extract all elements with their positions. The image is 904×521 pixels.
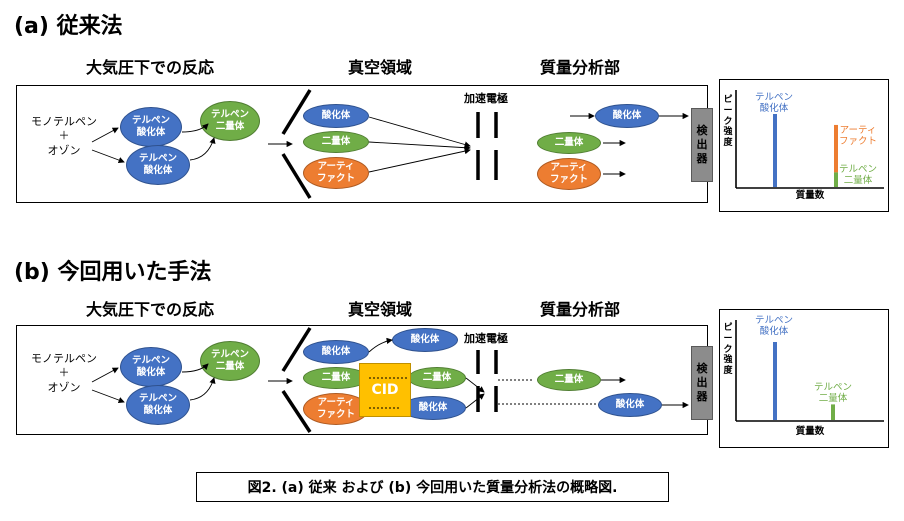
section-a-ms-artifact: アーティ ファクト bbox=[537, 158, 601, 190]
section-a-terpene-dimer: テルペン 二量体 bbox=[200, 101, 260, 141]
section-a-vacuum-dimer: 二量体 bbox=[303, 131, 369, 153]
section-a-arrows bbox=[91, 112, 689, 178]
section-a-electrodes bbox=[476, 112, 498, 180]
section-b-cid-oxide-bottom: 酸化体 bbox=[400, 396, 466, 420]
spectrum-a-peak-1 bbox=[773, 114, 777, 187]
spectrum-a-xlabel: 質量数 bbox=[795, 190, 825, 201]
section-a-ms-oxide: 酸化体 bbox=[595, 104, 659, 128]
section-b-ms-dimer: 二量体 bbox=[537, 369, 601, 391]
section-a-reactants: モノテルペン ＋ オゾン bbox=[31, 115, 97, 157]
section-a-heading: (a) 従来法 bbox=[14, 14, 123, 39]
spectrum-a-peak-1-label: テルペン 酸化体 bbox=[754, 92, 793, 115]
section-a-ms-dimer: 二量体 bbox=[537, 132, 601, 154]
spectrum-b-peak-1-label: テルペン 酸化体 bbox=[754, 315, 793, 338]
section-a-aperture-walls bbox=[281, 89, 312, 199]
section-b-detector: 検 出 器 bbox=[691, 346, 713, 420]
spectrum-a-peak-3 bbox=[834, 172, 838, 187]
section-b-ms-oxide: 酸化体 bbox=[598, 393, 662, 417]
section-b-heading: (b) 今回用いた手法 bbox=[14, 260, 212, 285]
section-b-electrodes bbox=[476, 350, 498, 412]
section-b-vacuum-artifact: アーティ ファクト bbox=[303, 393, 369, 425]
section-a-terpene-oxide-2: テルペン 酸化体 bbox=[126, 145, 190, 185]
spectrum-a-ylabel: ピーク強度 bbox=[723, 95, 733, 149]
spectrum-a-bars bbox=[773, 114, 838, 187]
section-a-vacuum-artifact: アーティ ファクト bbox=[303, 157, 369, 189]
section-a-detector: 検 出 器 bbox=[691, 108, 713, 182]
section-b-electrode-label: 加速電極 bbox=[464, 332, 508, 345]
section-b-terpene-oxide-2: テルペン 酸化体 bbox=[126, 385, 190, 425]
section-b-vacuum-label: 真空領域 bbox=[347, 300, 412, 319]
spectrum-b-panel bbox=[719, 309, 889, 448]
section-b-vacuum-oxide: 酸化体 bbox=[303, 340, 369, 364]
section-a-ms-label: 質量分析部 bbox=[539, 58, 620, 77]
spectrum-b-peak-2 bbox=[831, 404, 835, 420]
section-b-arrows bbox=[91, 337, 689, 409]
spectrum-b-xlabel: 質量数 bbox=[795, 426, 825, 437]
spectrum-b-axes bbox=[735, 320, 884, 422]
spectrum-a-peak-2-label: アーティ ファクト bbox=[838, 125, 877, 148]
spectrum-b-peak-1 bbox=[773, 342, 777, 420]
section-a-vacuum-label: 真空領域 bbox=[347, 58, 412, 77]
spectrum-a-peak-3-label: テルペン 二量体 bbox=[838, 164, 877, 187]
spectrum-b-bars bbox=[773, 342, 835, 420]
figure-caption: 図2. (a) 従来 および (b) 今回用いた質量分析法の概略図. bbox=[196, 472, 669, 502]
section-a-reaction-label: 大気圧下での反応 bbox=[85, 58, 214, 77]
section-a-electrode-label: 加速電極 bbox=[464, 92, 508, 105]
spectrum-a-panel bbox=[719, 79, 889, 212]
spectrum-b-peak-2-label: テルペン 二量体 bbox=[813, 382, 852, 405]
spectrum-b-ylabel: ピーク強度 bbox=[723, 323, 733, 377]
spectrum-a-peak-2 bbox=[834, 124, 838, 173]
section-a-terpene-oxide-1: テルペン 酸化体 bbox=[120, 107, 182, 147]
spectrum-a-axes bbox=[735, 90, 884, 189]
section-b-reaction-label: 大気圧下での反応 bbox=[85, 300, 214, 319]
section-b-aperture-walls bbox=[281, 327, 312, 433]
section-b-ms-label: 質量分析部 bbox=[539, 300, 620, 319]
section-b-reactants: モノテルペン ＋ オゾン bbox=[31, 352, 97, 394]
section-b-terpene-dimer: テルペン 二量体 bbox=[200, 341, 260, 381]
section-a-vacuum-oxide: 酸化体 bbox=[303, 104, 369, 128]
